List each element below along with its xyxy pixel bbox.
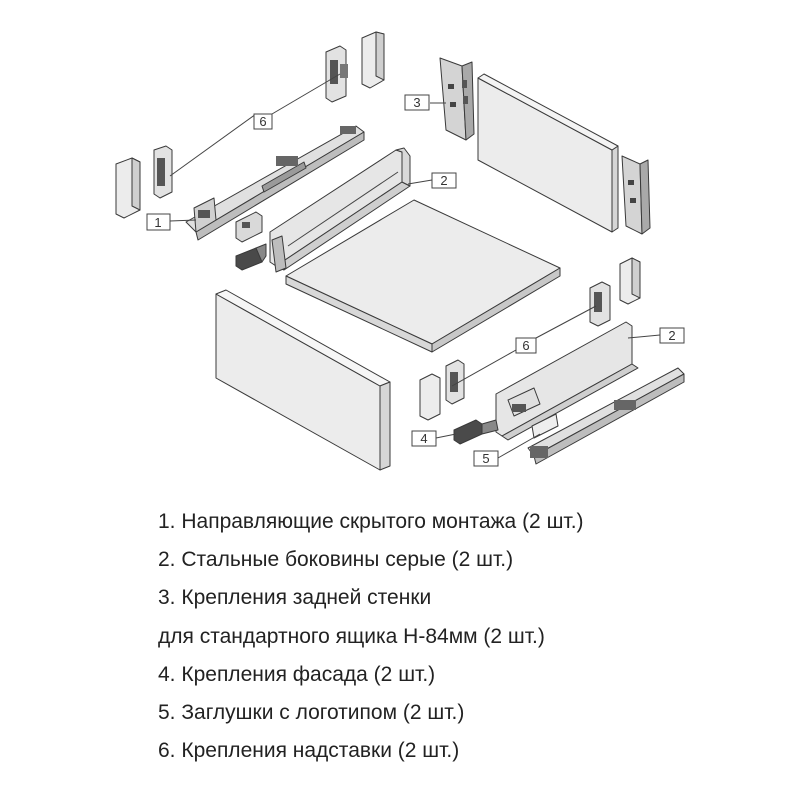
callout-4: 4 (411, 430, 437, 447)
front-bracket-right (445, 359, 465, 405)
extension-cap-right (619, 257, 641, 305)
front-panel (215, 289, 391, 471)
legend-item-2: 2. Стальные боковины серые (2 шт.) (158, 548, 514, 572)
front-cap-left (115, 157, 141, 219)
callout-5: 5 (473, 450, 499, 467)
bottom-panel (285, 199, 561, 353)
callout-6-top: 6 (253, 113, 273, 130)
callout-2-top: 2 (431, 172, 457, 189)
steel-side-left (269, 147, 411, 273)
callout-6-right: 6 (515, 337, 537, 354)
svg-text:3: 3 (413, 95, 420, 110)
rear-panel (477, 73, 619, 233)
callout-leaders (169, 73, 661, 459)
callout-3: 3 (404, 94, 430, 111)
svg-text:2: 2 (440, 173, 447, 188)
parts-legend: 1. Направляющие скрытого монтажа (2 шт.)… (158, 503, 778, 770)
runner-right (527, 367, 685, 465)
front-fixing-left (235, 243, 267, 271)
front-bracket-left (153, 145, 173, 199)
callout-2-right: 2 (659, 327, 685, 344)
svg-text:6: 6 (259, 114, 266, 129)
legend-item-1: 1. Направляющие скрытого монтажа (2 шт.) (158, 510, 584, 533)
svg-text:4: 4 (420, 431, 427, 446)
legend-item-3: 3. Крепления задней стенки (158, 586, 432, 610)
rear-wall-bracket-left (439, 57, 475, 141)
front-fixing-right (453, 419, 499, 445)
front-cap-right (419, 373, 441, 421)
extension-bracket-right (589, 281, 611, 327)
extension-bracket-top (325, 45, 348, 103)
logo-cap-left (235, 211, 263, 243)
legend-item-4: 4. Крепления фасада (2 шт.) (158, 662, 436, 686)
extension-cap-top (361, 31, 385, 89)
legend-item-5: 5. Заглушки с логотипом (2 шт.) (158, 701, 465, 725)
svg-text:5: 5 (482, 451, 489, 466)
runner-left (185, 125, 365, 241)
svg-text:6: 6 (522, 338, 529, 353)
svg-text:2: 2 (668, 328, 675, 343)
logo-cap-right (531, 413, 559, 439)
legend-item-3-continued: для стандартного ящика H-84мм (2 шт.) (158, 624, 545, 648)
legend-item-6: 6. Крепления надставки (2 шт.) (158, 739, 460, 763)
steel-side-right (495, 321, 639, 441)
drawer-assembly-diagram: 6 3 2 1 2 6 4 5 (115, 31, 685, 471)
svg-text:1: 1 (154, 215, 161, 230)
callout-1: 1 (146, 213, 171, 231)
rear-wall-bracket-right (621, 155, 651, 235)
